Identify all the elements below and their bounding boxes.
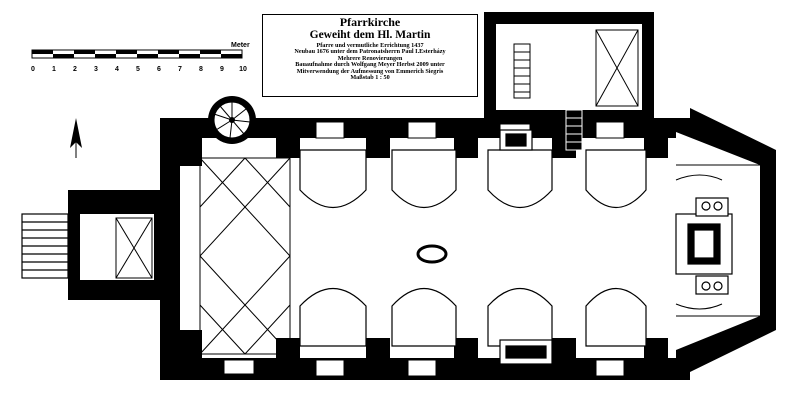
scale-tick: 4: [115, 66, 119, 73]
sacristy-stairs: [565, 109, 583, 151]
gallery-lattice: [199, 157, 291, 355]
north-arrow-icon: [70, 118, 82, 158]
apse-lines: [675, 164, 760, 317]
south-door: [499, 339, 553, 365]
scale-segment: [158, 50, 179, 54]
scale-tick: 2: [73, 66, 77, 73]
scale-segment: [221, 54, 242, 58]
title-detail: Mitverwendung der Aufmessung von Emmeric…: [296, 67, 444, 75]
scale-tick: 3: [94, 66, 98, 73]
scale-tick: 0: [31, 66, 35, 73]
baptismal-font: [416, 244, 448, 264]
scale-bar: Meter 0 1 2 3 4 5 6 7 8 9 10: [28, 42, 258, 84]
windows: [223, 121, 625, 377]
scale-segment: [116, 50, 137, 54]
scale-tick: 1: [52, 66, 56, 73]
scale-tick: 10: [239, 66, 247, 73]
scale-segment: [53, 54, 74, 58]
scale-tick: 6: [157, 66, 161, 73]
vaults: [299, 149, 647, 347]
scale-tick: 7: [178, 66, 182, 73]
scale-segment: [95, 54, 116, 58]
title-detail: Neubau 1676 unter dem Patronatsherrn Pau…: [294, 48, 446, 56]
scale-segment: [137, 54, 158, 58]
title-line1: Pfarrkirche: [339, 15, 401, 29]
title-detail: Pfarre und vermutliche Errichtung 1437: [316, 41, 424, 49]
title-detail: Maßstab 1 : 50: [350, 74, 390, 82]
scale-segment: [32, 50, 53, 54]
spiral-stair-icon: [208, 96, 256, 144]
pilasters: [180, 138, 668, 358]
title-box: Pfarrkirche Geweiht dem Hl. Martin Pfarr…: [262, 14, 478, 97]
title-line2: Geweiht dem Hl. Martin: [309, 28, 431, 41]
scale-tick: 9: [220, 66, 224, 73]
scale-segment: [74, 50, 95, 54]
scale-unit: Meter: [231, 42, 250, 49]
title-detail: Mehrere Renovierungen: [337, 54, 403, 62]
scale-segment: [200, 50, 221, 54]
scale-tick: 8: [199, 66, 203, 73]
altar: [675, 197, 733, 295]
west-stairs: [21, 213, 69, 279]
porch-vault: [115, 217, 153, 279]
pulpit-icon: [499, 129, 533, 151]
scale-segment: [179, 54, 200, 58]
tower-stairs: [513, 43, 531, 99]
scale-bar-graphic: [31, 49, 243, 59]
scale-tick: 5: [136, 66, 140, 73]
tower-vault: [595, 29, 639, 107]
title-detail: Bauaufnahme durch Wolfgang Meyer Herbst …: [295, 61, 445, 69]
